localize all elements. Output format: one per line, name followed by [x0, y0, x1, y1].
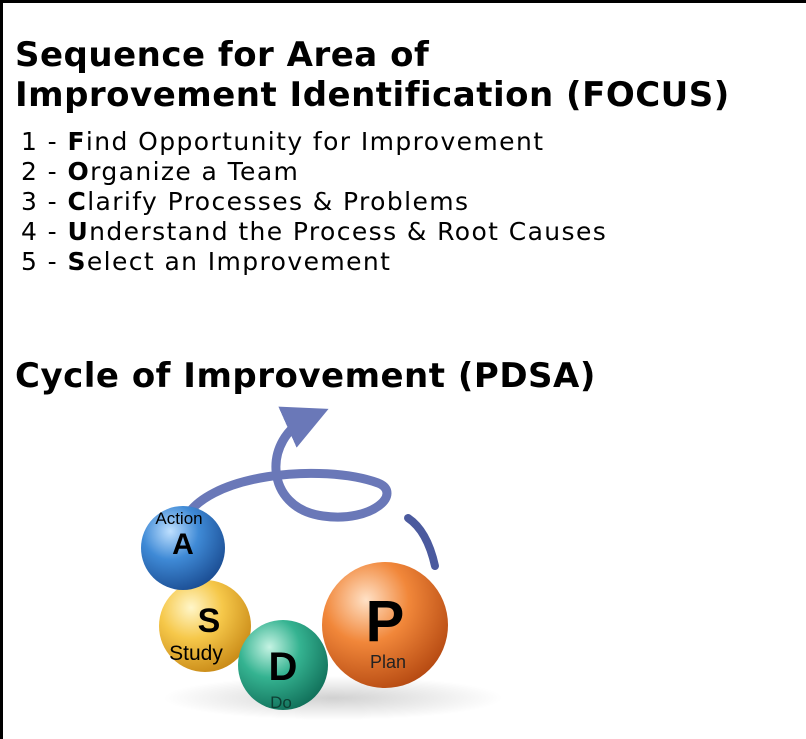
- pdsa-heading-suffix: ): [579, 356, 596, 396]
- focus-heading: Sequence for Area of Improvement Identif…: [15, 35, 730, 115]
- step-text: rganize a Team: [90, 157, 300, 186]
- step-initial: U: [67, 217, 90, 246]
- pdsa-heading-prefix: Cycle of Improvement (: [15, 356, 474, 396]
- step-initial: S: [67, 247, 87, 276]
- step-initial: F: [67, 127, 86, 156]
- step-initial: O: [67, 157, 91, 186]
- plan-sphere: P Plan: [322, 562, 448, 688]
- do-sphere: D Do: [238, 620, 328, 712]
- step-separator: -: [38, 247, 68, 276]
- step-text: larify Processes & Problems: [87, 187, 470, 216]
- plan-label: Plan: [370, 652, 406, 672]
- study-label: Study: [169, 642, 223, 665]
- cycle-arrow-spiral: [178, 406, 392, 528]
- focus-steps-list: 1 - Find Opportunity for Improvement 2 -…: [21, 127, 607, 277]
- pdsa-cycle-diagram: P Plan S Study Action A D Do: [141, 406, 503, 720]
- step-separator: -: [38, 157, 68, 186]
- action-label: Action: [155, 509, 202, 528]
- action-sphere: Action A: [141, 506, 225, 590]
- step-separator: -: [38, 127, 68, 156]
- study-sphere: S Study: [159, 580, 251, 672]
- pdsa-heading: Cycle of Improvement (PDSA): [15, 356, 596, 396]
- action-letter: A: [172, 528, 194, 561]
- do-letter: D: [269, 645, 298, 689]
- pdsa-heading-acronym: PDSA: [473, 356, 580, 396]
- focus-step-2: 2 - Organize a Team: [21, 157, 607, 187]
- step-number: 1: [21, 127, 39, 156]
- step-number: 3: [21, 187, 39, 216]
- do-label: Do: [270, 693, 292, 712]
- focus-heading-line-1: Sequence for Area of: [15, 35, 430, 75]
- step-text: elect an Improvement: [86, 247, 392, 276]
- focus-heading-line-2: Improvement Identification (FOCUS): [15, 75, 730, 115]
- step-separator: -: [38, 187, 68, 216]
- step-number: 5: [21, 247, 39, 276]
- step-text: ind Opportunity for Improvement: [85, 127, 545, 156]
- plan-letter: P: [366, 589, 405, 654]
- step-separator: -: [38, 217, 68, 246]
- step-number: 2: [21, 157, 39, 186]
- cycle-arrow-plan: [404, 514, 439, 570]
- focus-step-4: 4 - Understand the Process & Root Causes: [21, 217, 607, 247]
- step-text: nderstand the Process & Root Causes: [89, 217, 608, 246]
- focus-step-1: 1 - Find Opportunity for Improvement: [21, 127, 607, 157]
- step-number: 4: [21, 217, 39, 246]
- step-initial: C: [67, 187, 88, 216]
- focus-step-5: 5 - Select an Improvement: [21, 247, 607, 277]
- focus-step-3: 3 - Clarify Processes & Problems: [21, 187, 607, 217]
- study-letter: S: [198, 602, 221, 640]
